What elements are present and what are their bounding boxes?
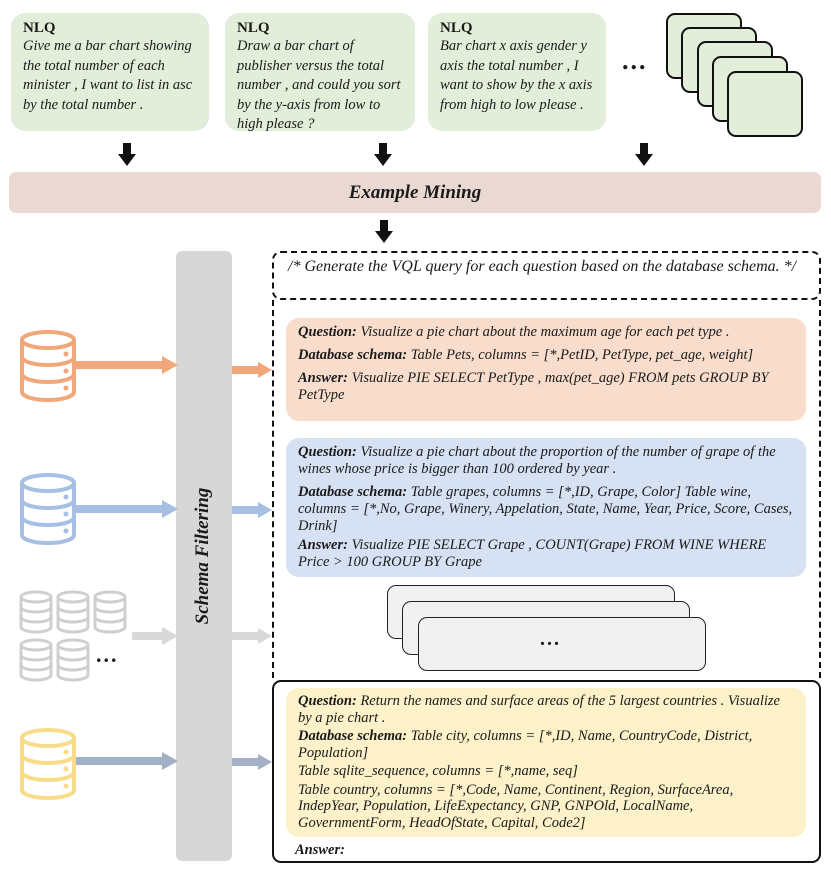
question-text: Visualize a pie chart about the maximum … [360,324,730,340]
nlq-card-3: NLQ Bar chart x axis gender y axis the t… [428,13,606,131]
nlq-card-1: NLQ Give me a bar chart showing the tota… [11,13,209,131]
answer-label: Answer: [298,537,348,553]
question-label: Question: [298,444,357,460]
down-arrow-icon [375,220,393,243]
arrow-right-icon [232,628,272,644]
database-icon-gray [19,638,53,682]
nlq-text: Draw a bar chart of publisher versus the… [237,38,401,132]
more-databases-ellipsis: ... [96,642,119,667]
arrow-right-icon [232,362,272,378]
answer-text: Visualize PIE SELECT Grape , COUNT(Grape… [298,537,767,570]
example-card-1: Question: Visualize a pie chart about th… [286,318,806,421]
question-label: Question: [298,693,357,709]
more-nlq-ellipsis: ... [622,46,648,75]
arrow-right-icon [76,752,178,770]
example-mining-label: Example Mining [348,181,482,203]
answer-text: Visualize PIE SELECT PetType , max(pet_a… [298,370,769,403]
more-examples-ellipsis: ... [540,628,561,650]
database-icon-gray [56,590,90,634]
question-label: Question: [298,324,357,340]
example-mining-bar: Example Mining [9,172,821,213]
instruction-text: /* Generate the VQL query for each quest… [288,258,797,275]
database-icon-yellow [20,728,76,800]
target-box [272,680,821,863]
arrow-right-icon [76,356,178,374]
stacked-example-card [418,617,706,671]
arrow-right-icon [132,627,178,645]
nlq-title: NLQ [440,20,473,36]
question-text: Return the names and surface areas of th… [298,693,780,726]
nlq-title: NLQ [237,20,270,36]
schema-line: Table city, columns = [*,ID, Name, Count… [298,728,753,761]
arrow-right-icon [76,500,178,518]
examples-container [272,300,821,678]
example-card-2: Question: Visualize a pie chart about th… [286,438,806,577]
schema-label: Database schema: [298,484,408,500]
nlq-title: NLQ [23,20,56,36]
arrow-right-icon [232,754,272,770]
schema-line: Table sqlite_sequence, columns = [*,name… [298,763,578,779]
database-icon-gray [93,590,127,634]
schema-filtering-column [176,251,232,861]
target-answer-label: Answer: [295,842,345,858]
stacked-card [727,71,803,137]
target-question-card: Question: Return the names and surface a… [286,688,806,837]
database-icon-blue [20,473,76,545]
nlq-text: Bar chart x axis gender y axis the total… [440,38,593,113]
schema-text: Table Pets, columns = [*,PetID, PetType,… [410,347,754,363]
down-arrow-icon [118,143,136,166]
question-text: Visualize a pie chart about the proporti… [298,444,776,477]
answer-label: Answer: [298,370,348,386]
database-icon-orange [20,330,76,402]
schema-label: Database schema: [298,347,408,363]
schema-filtering-label: Schema Filtering [192,487,213,625]
database-icon-gray [19,590,53,634]
nlq-text: Give me a bar chart showing the total nu… [23,38,193,113]
schema-label: Database schema: [298,728,408,744]
arrow-right-icon [232,502,272,518]
schema-line: Table country, columns = [*,Code, Name, … [298,781,734,831]
nlq-card-2: NLQ Draw a bar chart of publisher versus… [225,13,415,132]
down-arrow-icon [374,143,392,166]
instruction-box: /* Generate the VQL query for each quest… [272,251,821,300]
database-icon-gray [56,638,90,682]
down-arrow-icon [635,143,653,166]
schema-text: Table grapes, columns = [*,ID, Grape, Co… [298,484,793,534]
